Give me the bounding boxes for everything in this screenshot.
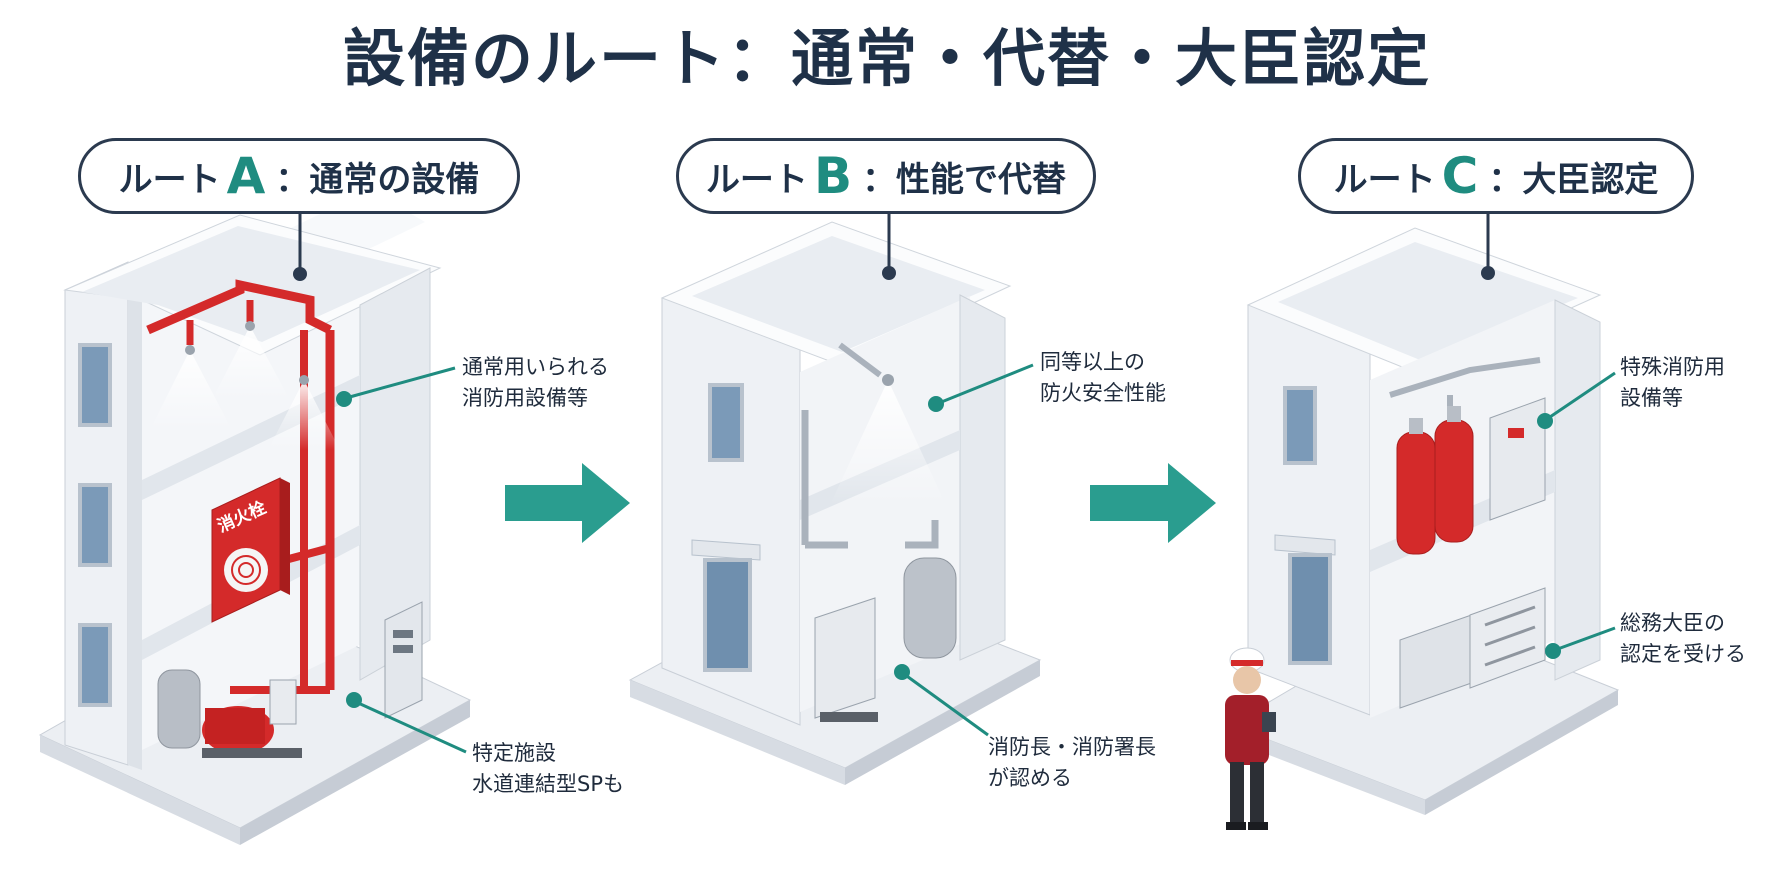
building-a: 消火栓 [38, 190, 472, 845]
inspector-person-icon [1225, 647, 1276, 830]
callout-line: 防火安全性能 [1040, 381, 1166, 405]
control-panel [384, 601, 423, 719]
route-suffix: ：通常の設備 [275, 159, 480, 200]
callout-line: 設備等 [1620, 386, 1683, 410]
arrow-right-icon [505, 463, 630, 543]
callout-line: 消防長・消防署長 [988, 735, 1156, 759]
leader-dot [336, 391, 352, 407]
route-prefix: ルート [118, 159, 221, 200]
callout-line: 認定を受ける [1620, 642, 1746, 666]
route-b-label: ルート B ：性能で代替 [676, 138, 1096, 214]
arrow-right-icon [1090, 463, 1216, 543]
leader-a2 [355, 700, 467, 754]
leader-dot [293, 267, 307, 281]
leader-dot [346, 692, 362, 708]
callout-line: 水道連結型SPも [472, 772, 624, 796]
leader-c1 [1546, 371, 1616, 421]
building-b [628, 221, 1042, 785]
callout-line: 同等以上の [1040, 350, 1145, 374]
page-title: 設備のルート：通常・代替・大臣認定 [342, 22, 1431, 95]
leader-dot [928, 396, 944, 412]
leader-dot [894, 664, 910, 680]
leader-a1 [345, 366, 456, 400]
callout-a-water-sprinkler: 特定施設 水道連結型SPも [472, 738, 624, 800]
leader-dot [1545, 643, 1561, 659]
route-prefix: ルート [705, 159, 808, 200]
sprinkler-icon [830, 374, 946, 505]
callout-line: 総務大臣の [1620, 611, 1725, 635]
leader-dot [882, 266, 896, 280]
route-letter: B [813, 147, 853, 205]
route-prefix: ルート [1333, 159, 1436, 200]
gas-cylinder-icon [1396, 406, 1474, 555]
leader-b1 [938, 363, 1034, 405]
callout-line: が認める [988, 766, 1072, 790]
leader-dot [1537, 413, 1553, 429]
building-c [1228, 227, 1620, 815]
route-suffix: ：大臣認定 [1488, 159, 1659, 200]
callout-line: 消防用設備等 [462, 386, 588, 410]
callout-a-standard-equipment: 通常用いられる 消防用設備等 [462, 352, 609, 414]
callout-b-equivalent-performance: 同等以上の 防火安全性能 [1040, 347, 1166, 409]
callout-line: 特殊消防用 [1620, 355, 1725, 379]
pump-unit [157, 669, 302, 758]
callout-line: 特定施設 [472, 741, 556, 765]
route-suffix: ：性能で代替 [862, 159, 1067, 200]
leader-b2 [903, 672, 989, 737]
callout-line: 通常用いられる [462, 355, 609, 379]
route-c-label: ルート C ：大臣認定 [1298, 138, 1694, 214]
leader-dot [1481, 266, 1495, 280]
sprinkler-icon [150, 321, 340, 450]
route-letter: A [226, 147, 266, 205]
callout-c-minister-certification: 総務大臣の 認定を受ける [1620, 608, 1746, 670]
callout-b-fire-chief-approval: 消防長・消防署長 が認める [988, 732, 1156, 794]
leader-c2 [1554, 626, 1616, 652]
route-a-label: ルート A ：通常の設備 [78, 138, 520, 214]
callout-c-special-equipment: 特殊消防用 設備等 [1620, 352, 1725, 414]
route-letter: C [1441, 147, 1479, 205]
